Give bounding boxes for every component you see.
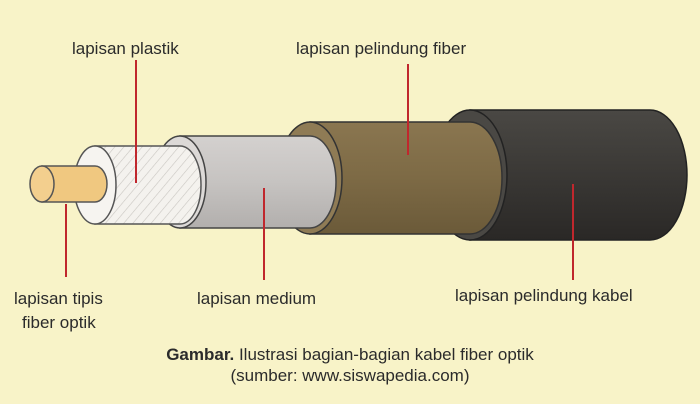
label-thin-fiber-line2: fiber optik <box>22 313 96 332</box>
label-thin-fiber-line1: lapisan tipis <box>14 289 103 308</box>
label-cable-protective-layer: lapisan pelindung kabel <box>455 286 633 305</box>
caption-source: (sumber: www.siswapedia.com) <box>230 366 470 385</box>
caption-prefix: Gambar. <box>166 345 235 364</box>
caption-text: Ilustrasi bagian-bagian kabel fiber opti… <box>234 345 534 364</box>
caption-title: Gambar. Ilustrasi bagian-bagian kabel fi… <box>0 344 700 365</box>
pointer-lines <box>65 60 574 280</box>
label-fiber-protective-layer: lapisan pelindung fiber <box>296 39 467 58</box>
fiber-core <box>29 165 108 203</box>
label-plastic-layer: lapisan plastik <box>72 39 179 58</box>
label-medium-layer: lapisan medium <box>197 289 317 308</box>
figure-caption: Gambar. Ilustrasi bagian-bagian kabel fi… <box>0 344 700 386</box>
